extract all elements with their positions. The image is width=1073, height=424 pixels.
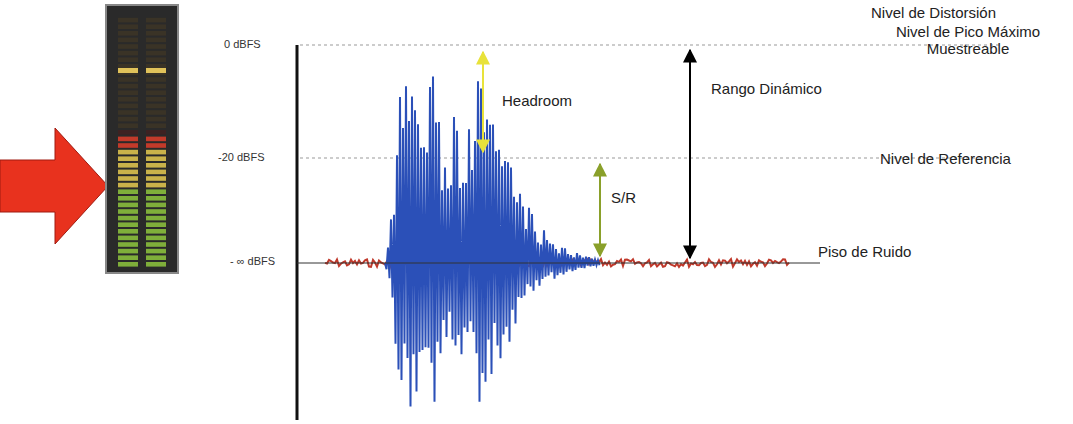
meter-segment [146, 249, 166, 254]
peak-hold [146, 68, 166, 73]
meter-segment [118, 249, 138, 254]
meter-segment [118, 64, 138, 69]
meter-segment [118, 183, 138, 188]
meter-segment [146, 64, 166, 69]
meter-segment [118, 24, 138, 29]
meter-segment [146, 110, 166, 115]
meter-segment [146, 183, 166, 188]
meter-segment [146, 130, 166, 135]
baseline [297, 263, 820, 264]
axis-label: - ∞ dBFS [230, 255, 275, 268]
headroom-arrow [482, 52, 484, 152]
meter-segment [118, 236, 138, 241]
meter-segment [146, 229, 166, 234]
meter-segment [146, 137, 166, 142]
meter-segments [118, 18, 166, 267]
waveform [385, 77, 600, 407]
meter-segment [118, 229, 138, 234]
meter-segment [146, 236, 166, 241]
meter-segment [146, 255, 166, 260]
meter-segment [146, 38, 166, 43]
meter-segment [118, 176, 138, 181]
meter-segment [118, 57, 138, 62]
meter-segment [146, 24, 166, 29]
meter-segment [146, 209, 166, 214]
meter-segment [146, 104, 166, 109]
meter-segment [146, 44, 166, 49]
meter-segment [118, 216, 138, 221]
meter-segment [146, 31, 166, 36]
meter-segment [118, 104, 138, 109]
meter-segment [118, 255, 138, 260]
meter-segment [118, 163, 138, 168]
meter-segment [118, 222, 138, 227]
meter-segment [118, 123, 138, 128]
meter-segment [146, 262, 166, 267]
meter-segment [146, 150, 166, 155]
meter-segment [118, 262, 138, 267]
meter-segment [146, 196, 166, 201]
axis [296, 45, 299, 420]
meter-segment [146, 123, 166, 128]
dynamic-range-arrow [689, 50, 691, 258]
meter-segment [146, 84, 166, 89]
meter-segment [146, 77, 166, 82]
meter-segment [118, 150, 138, 155]
meter-segment [146, 163, 166, 168]
measure-label: Headroom [502, 92, 572, 109]
meter-segment [146, 143, 166, 148]
meter-segment [146, 242, 166, 247]
meter-segment [118, 110, 138, 115]
meter-segment [146, 176, 166, 181]
meter-segment [146, 117, 166, 122]
meter-segment [118, 203, 138, 208]
meter-segment [118, 44, 138, 49]
meter-segment [118, 196, 138, 201]
meter-segment [118, 156, 138, 161]
meter-segment [146, 170, 166, 175]
meter-segment [146, 156, 166, 161]
meter-segment [118, 143, 138, 148]
axis-label: 0 dBFS [224, 38, 261, 51]
measure-label: S/R [611, 189, 636, 206]
level-meter [106, 5, 178, 273]
level-label: Piso de Ruido [818, 243, 911, 260]
meter-segment [118, 189, 138, 194]
level-label: Nivel de Distorsión [871, 4, 996, 21]
peak-line [300, 45, 1000, 46]
meter-segment [118, 137, 138, 142]
level-label: Nivel de Pico Máximo Muestreable [868, 23, 1068, 58]
level-label: Nivel de Referencia [880, 150, 1011, 167]
meter-segment [118, 117, 138, 122]
meter-segment [118, 18, 138, 23]
meter-segment [146, 97, 166, 102]
axis-label: -20 dBFS [218, 151, 264, 164]
snr-arrow [599, 164, 601, 256]
meter-segment [146, 203, 166, 208]
peak-hold [118, 68, 138, 73]
meter-segment [118, 38, 138, 43]
meter-segment [118, 97, 138, 102]
meter-segment [146, 216, 166, 221]
meter-segment [118, 90, 138, 95]
meter-segment [146, 57, 166, 62]
pointer-arrow [0, 128, 108, 244]
meter-segment [146, 18, 166, 23]
meter-segment [146, 189, 166, 194]
meter-segment [118, 77, 138, 82]
meter-segment [146, 51, 166, 56]
meter-segment [118, 51, 138, 56]
measure-label: Rango Dinámico [711, 80, 822, 97]
meter-segment [146, 222, 166, 227]
meter-segment [118, 84, 138, 89]
meter-segment [118, 209, 138, 214]
meter-segment [118, 242, 138, 247]
meter-segment [118, 130, 138, 135]
meter-segment [146, 90, 166, 95]
meter-segment [118, 31, 138, 36]
meter-segment [118, 170, 138, 175]
